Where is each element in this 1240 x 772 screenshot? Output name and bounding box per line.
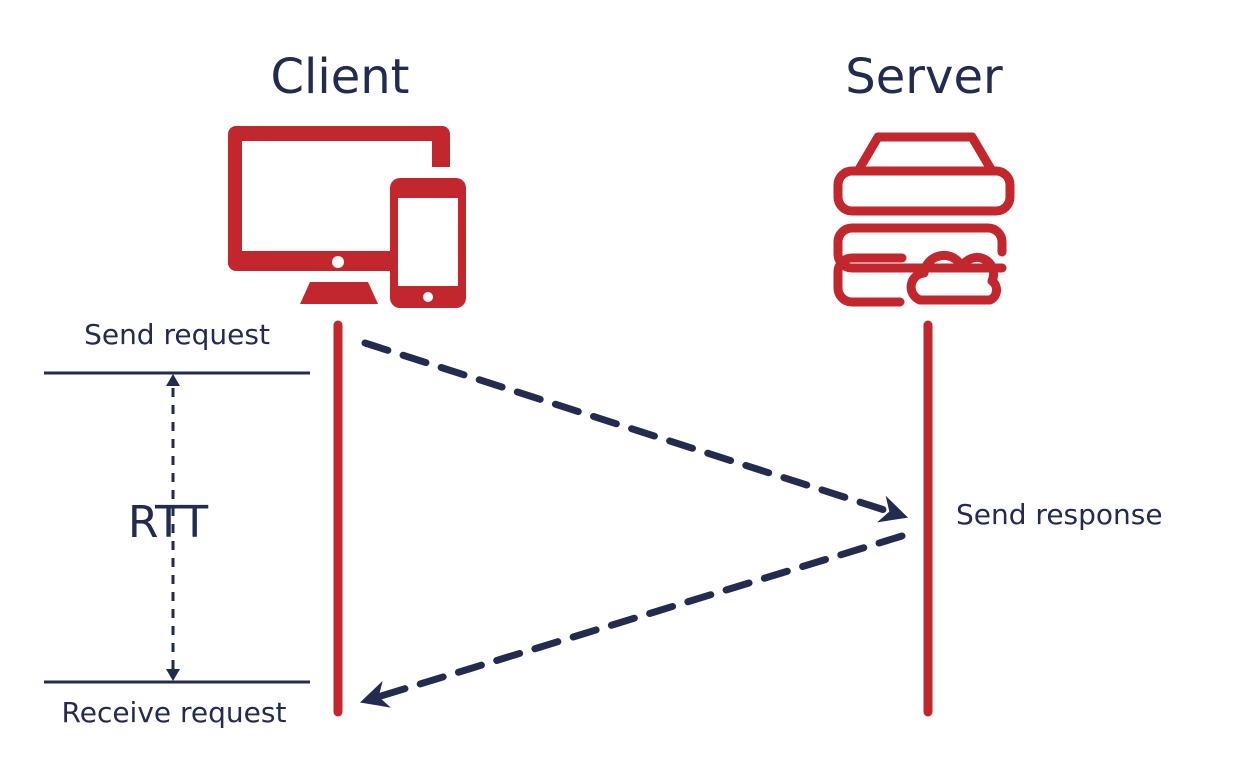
server-title: Server (845, 49, 1003, 105)
rtt-arrow-down-icon (166, 669, 180, 681)
send-response-label: Send response (956, 498, 1163, 531)
request-arrow (361, 339, 908, 523)
desktop-and-phone-icon (228, 126, 466, 308)
rtt-label: RTT (128, 497, 208, 548)
rtt-arrow-up-icon (166, 374, 180, 386)
response-arrow (359, 532, 906, 708)
client-title: Client (271, 49, 410, 105)
server-cloud-icon (833, 132, 1015, 307)
send-request-label: Send request (84, 318, 270, 351)
receive-request-label: Receive request (62, 696, 287, 729)
